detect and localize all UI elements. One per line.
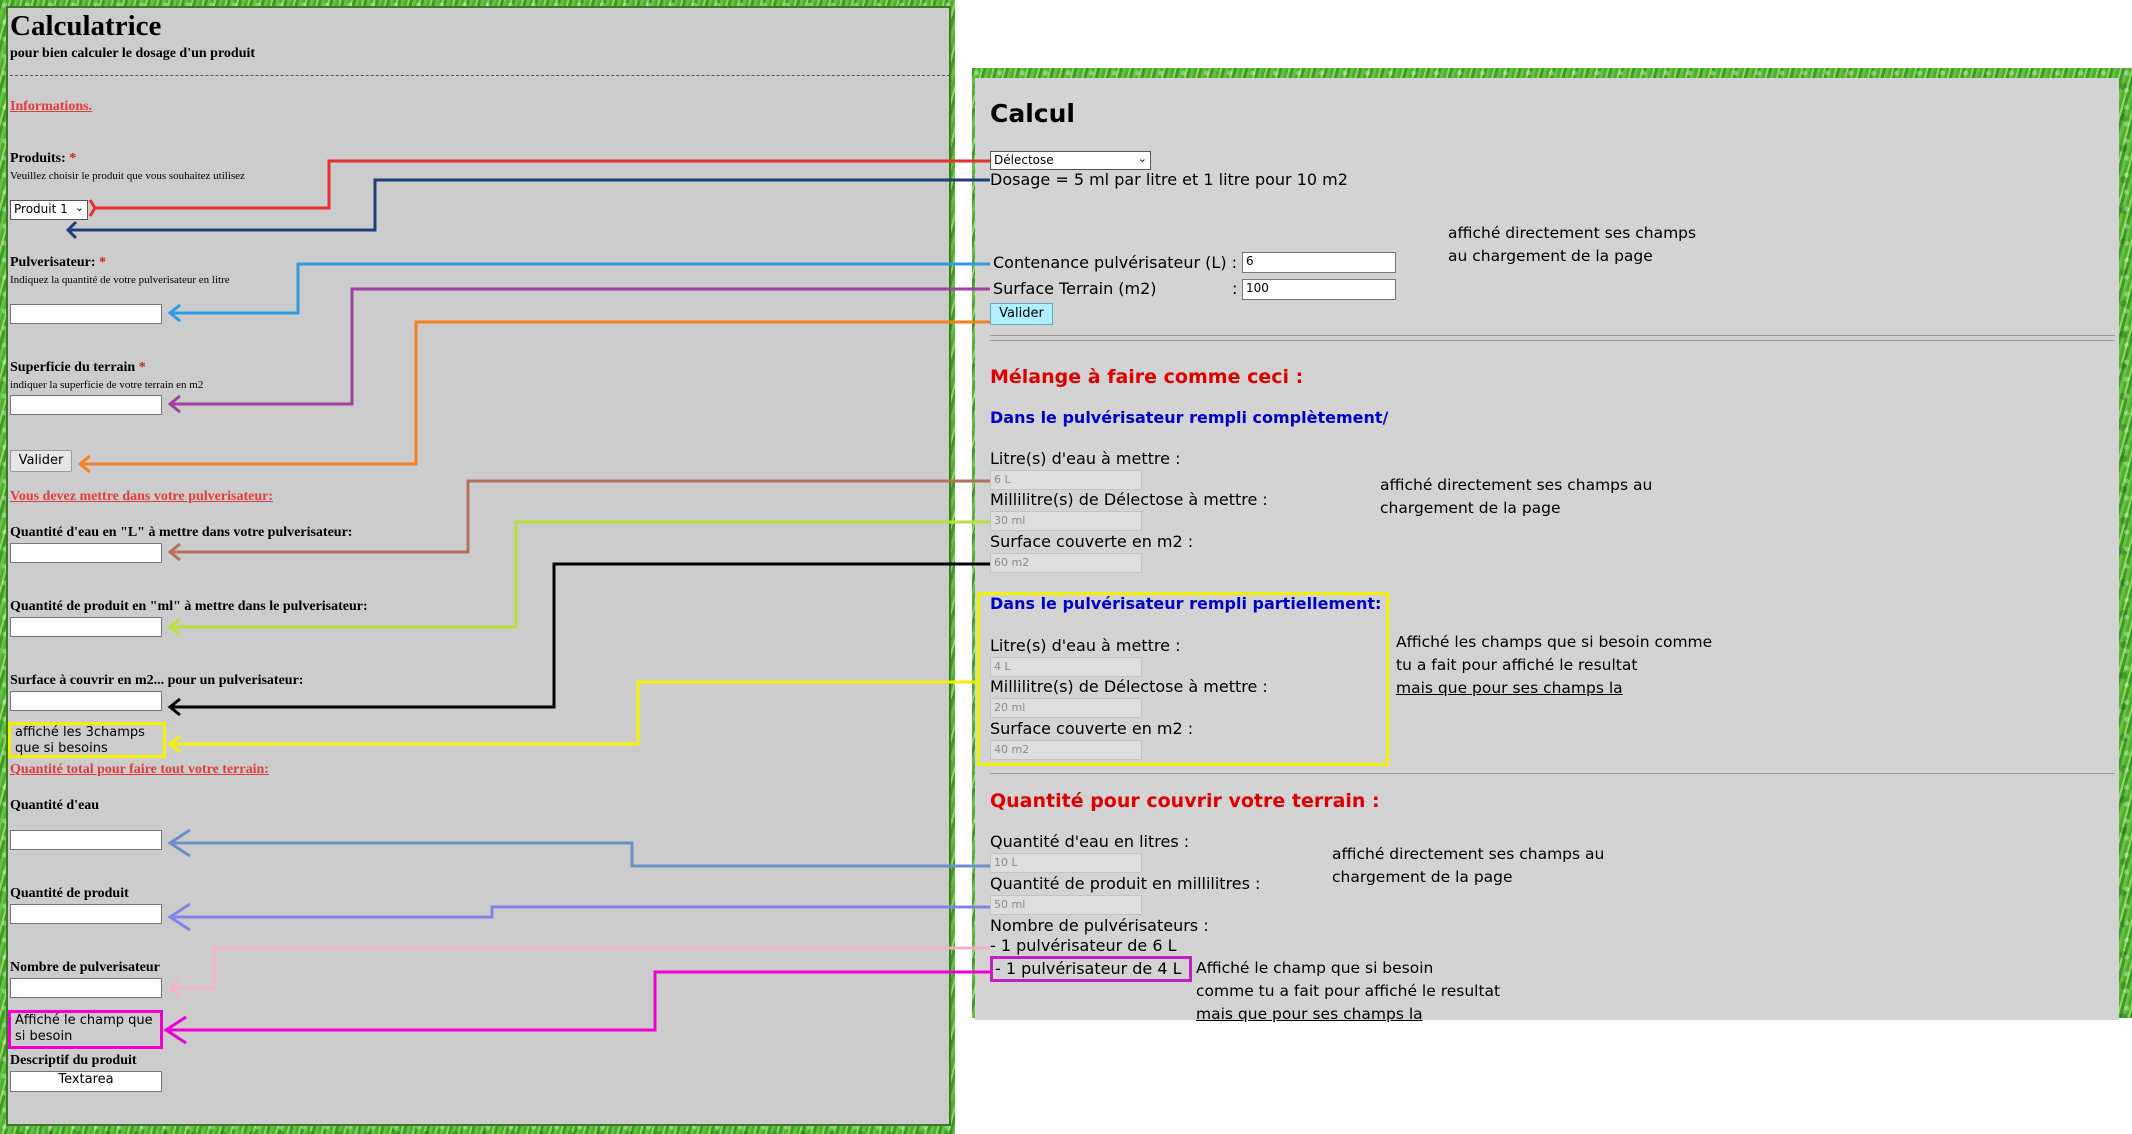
note-champ-si-besoin: Affiché le champ que si besoin	[8, 1010, 163, 1049]
eau-partial-label: Litre(s) d'eau à mettre :	[990, 636, 1181, 655]
valider-button[interactable]: Valider	[10, 450, 72, 472]
nombre-pulverisateurs-label: Nombre de pulvérisateurs :	[990, 916, 1209, 935]
qte-produit-ml-result-input[interactable]: 50 ml	[990, 895, 1142, 915]
page-subtitle: pour bien calculer le dosage d'un produi…	[10, 46, 256, 61]
note-partial: Affiché les champs que si besoin comme t…	[1396, 633, 1713, 697]
contenance-input[interactable]: 6	[1242, 252, 1396, 273]
ml-partial-label: Millilitre(s) de Délectose à mettre :	[990, 677, 1268, 696]
surface-partial-label: Surface couverte en m2 :	[990, 719, 1194, 738]
produits-label: Produits: *	[10, 151, 77, 166]
surface-partial-input[interactable]: 40 m2	[990, 740, 1142, 760]
eau-full-input[interactable]: 6 L	[990, 470, 1142, 490]
ml-full-input[interactable]: 30 ml	[990, 511, 1142, 531]
eau-full-label: Litre(s) d'eau à mettre :	[990, 449, 1181, 468]
surface-couvrir-label: Surface à couvrir en m2... pour un pulve…	[10, 673, 304, 688]
pulverisateur-label: Pulverisateur: *	[10, 255, 107, 270]
qte-produit-ml-label: Quantité de produit en "ml" à mettre dan…	[10, 599, 368, 614]
surface-terrain-label: Surface Terrain (m2)	[993, 279, 1157, 298]
qte-produit-label: Quantité de produit	[10, 886, 129, 901]
produits-help: Veuillez choisir le produit que vous sou…	[10, 170, 245, 182]
valider-button-calcul[interactable]: Valider	[990, 303, 1053, 325]
note-3champs: affiché les 3champs que si besoins	[8, 722, 166, 758]
surface-full-input[interactable]: 60 m2	[990, 553, 1142, 573]
pulverisateur-line-2: - 1 pulvérisateur de 4 L	[990, 956, 1192, 982]
nombre-pulverisateur-input[interactable]	[10, 978, 162, 998]
qte-eau-L-label: Quantité d'eau en "L" à mettre dans votr…	[10, 525, 353, 540]
qte-eau-input[interactable]	[10, 830, 162, 850]
ml-partial-input[interactable]: 20 ml	[990, 698, 1142, 718]
result-panel	[975, 78, 2119, 1020]
qte-eau-L-input[interactable]	[10, 543, 162, 563]
qte-eau-litres-label: Quantité d'eau en litres :	[990, 832, 1190, 851]
pulverisateur-help: Indiquez la quantité de votre pulverisat…	[10, 274, 230, 286]
terrain-heading: Quantité pour couvrir votre terrain :	[990, 790, 1380, 812]
produit-select[interactable]: Produit 1⌄	[10, 200, 88, 220]
chevron-down-icon: ⌄	[1137, 152, 1147, 165]
dosage-text: Dosage = 5 ml par litre et 1 litre pour …	[990, 170, 1348, 189]
melange-heading: Mélange à faire comme ceci :	[990, 366, 1304, 388]
qte-eau-label: Quantité d'eau	[10, 798, 100, 813]
partiel-heading: Dans le pulvérisateur rempli partielleme…	[990, 594, 1382, 613]
surface-terrain-colon: :	[1232, 279, 1238, 298]
surface-terrain-input[interactable]: 100	[1242, 279, 1396, 300]
eau-partial-input[interactable]: 4 L	[990, 657, 1142, 677]
chevron-down-icon: ⌄	[74, 201, 84, 214]
descriptif-label: Descriptif du produit	[10, 1053, 137, 1068]
calcul-title: Calcul	[990, 99, 1075, 128]
superficie-input[interactable]	[10, 395, 162, 415]
superficie-label: Superficie du terrain *	[10, 360, 146, 375]
divider	[990, 335, 2115, 336]
page-title: Calculatrice	[10, 10, 162, 42]
superficie-help: indiquer la superficie de votre terrain …	[10, 379, 204, 391]
pulverisateur-line-1: - 1 pulvérisateur de 6 L	[990, 936, 1177, 955]
surface-full-label: Surface couverte en m2 :	[990, 532, 1194, 551]
nombre-pulverisateur-label: Nombre de pulverisateur	[10, 960, 160, 975]
qte-produit-ml-result-label: Quantité de produit en millilitres :	[990, 874, 1261, 893]
descriptif-textarea[interactable]: Textarea	[10, 1071, 162, 1092]
divider	[990, 340, 2115, 341]
section-total-heading: Quantité total pour faire tout votre ter…	[10, 762, 269, 777]
complet-heading: Dans le pulvérisateur rempli complètemen…	[990, 408, 1389, 427]
informations-heading: Informations.	[10, 99, 93, 114]
qte-produit-input[interactable]	[10, 904, 162, 924]
ml-full-label: Millilitre(s) de Délectose à mettre :	[990, 490, 1268, 509]
divider	[990, 773, 2115, 774]
divider	[10, 75, 950, 76]
surface-couvrir-input[interactable]	[10, 691, 162, 711]
qte-produit-ml-input[interactable]	[10, 617, 162, 637]
pulverisateur-input[interactable]	[10, 304, 162, 324]
note-last: Affiché le champ que si besoin comme tu …	[1196, 959, 1501, 1023]
qte-eau-litres-input[interactable]: 10 L	[990, 853, 1142, 873]
contenance-label: Contenance pulvérisateur (L) :	[993, 253, 1238, 272]
product-select[interactable]: Délectose⌄	[990, 151, 1151, 170]
section-mettre-heading: Vous devez mettre dans votre pulverisate…	[10, 489, 273, 504]
